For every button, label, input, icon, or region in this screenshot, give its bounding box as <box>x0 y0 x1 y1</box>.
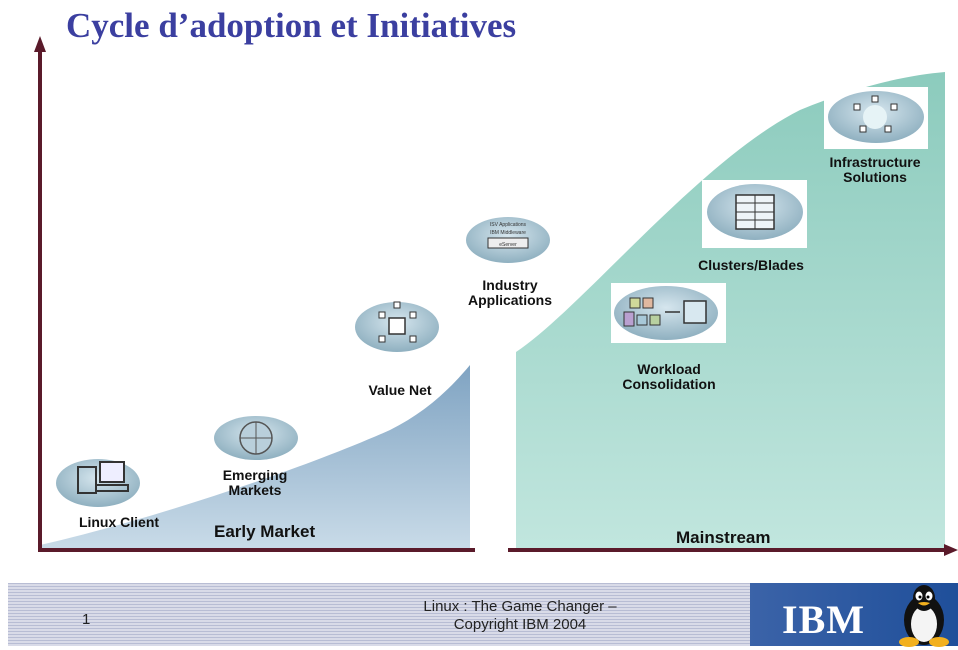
footer-band <box>8 583 750 646</box>
page-number: 1 <box>82 611 91 628</box>
phase-mainstream: Mainstream <box>676 528 771 547</box>
globe-icon <box>214 416 298 460</box>
label-emerging-markets: Emerging Markets <box>222 467 288 498</box>
network-icon <box>355 301 439 352</box>
server-rack-icon <box>702 180 807 248</box>
phase-early-market: Early Market <box>214 522 316 541</box>
footer: 1 Linux : The Game Changer – Copyright I… <box>0 580 958 650</box>
footer-copyright: Linux : The Game Changer – Copyright IBM… <box>423 598 617 633</box>
adoption-diagram: ISV Applications IBM Middleware eServer <box>34 36 958 556</box>
label-clusters-blades: Clusters/Blades <box>698 257 804 273</box>
mainstream-area <box>516 72 945 549</box>
eserver-text: eServer <box>499 242 517 248</box>
label-workload-consolidation: Workload Consolidation <box>622 361 716 392</box>
ibm-middleware-text: IBM Middleware <box>490 230 526 236</box>
linux-client-icon <box>56 459 140 507</box>
application-stack-icon: ISV Applications IBM Middleware eServer <box>466 217 550 263</box>
page-title: Cycle d’adoption et Initiatives <box>66 6 517 45</box>
consolidation-icon <box>611 283 726 343</box>
label-linux-client: Linux Client <box>78 514 160 530</box>
tux-penguin-icon <box>899 585 949 647</box>
x-axis-arrow <box>944 544 958 556</box>
label-industry-applications: Industry Applications <box>467 277 552 308</box>
early-market-area <box>40 365 470 549</box>
infrastructure-icon <box>824 87 928 149</box>
label-value-net: Value Net <box>368 382 432 398</box>
isv-applications-text: ISV Applications <box>490 222 527 228</box>
ibm-logo: IBM <box>782 597 865 642</box>
y-axis-arrow <box>34 36 46 52</box>
label-infrastructure-solutions: Infrastructure Solutions <box>829 154 921 185</box>
